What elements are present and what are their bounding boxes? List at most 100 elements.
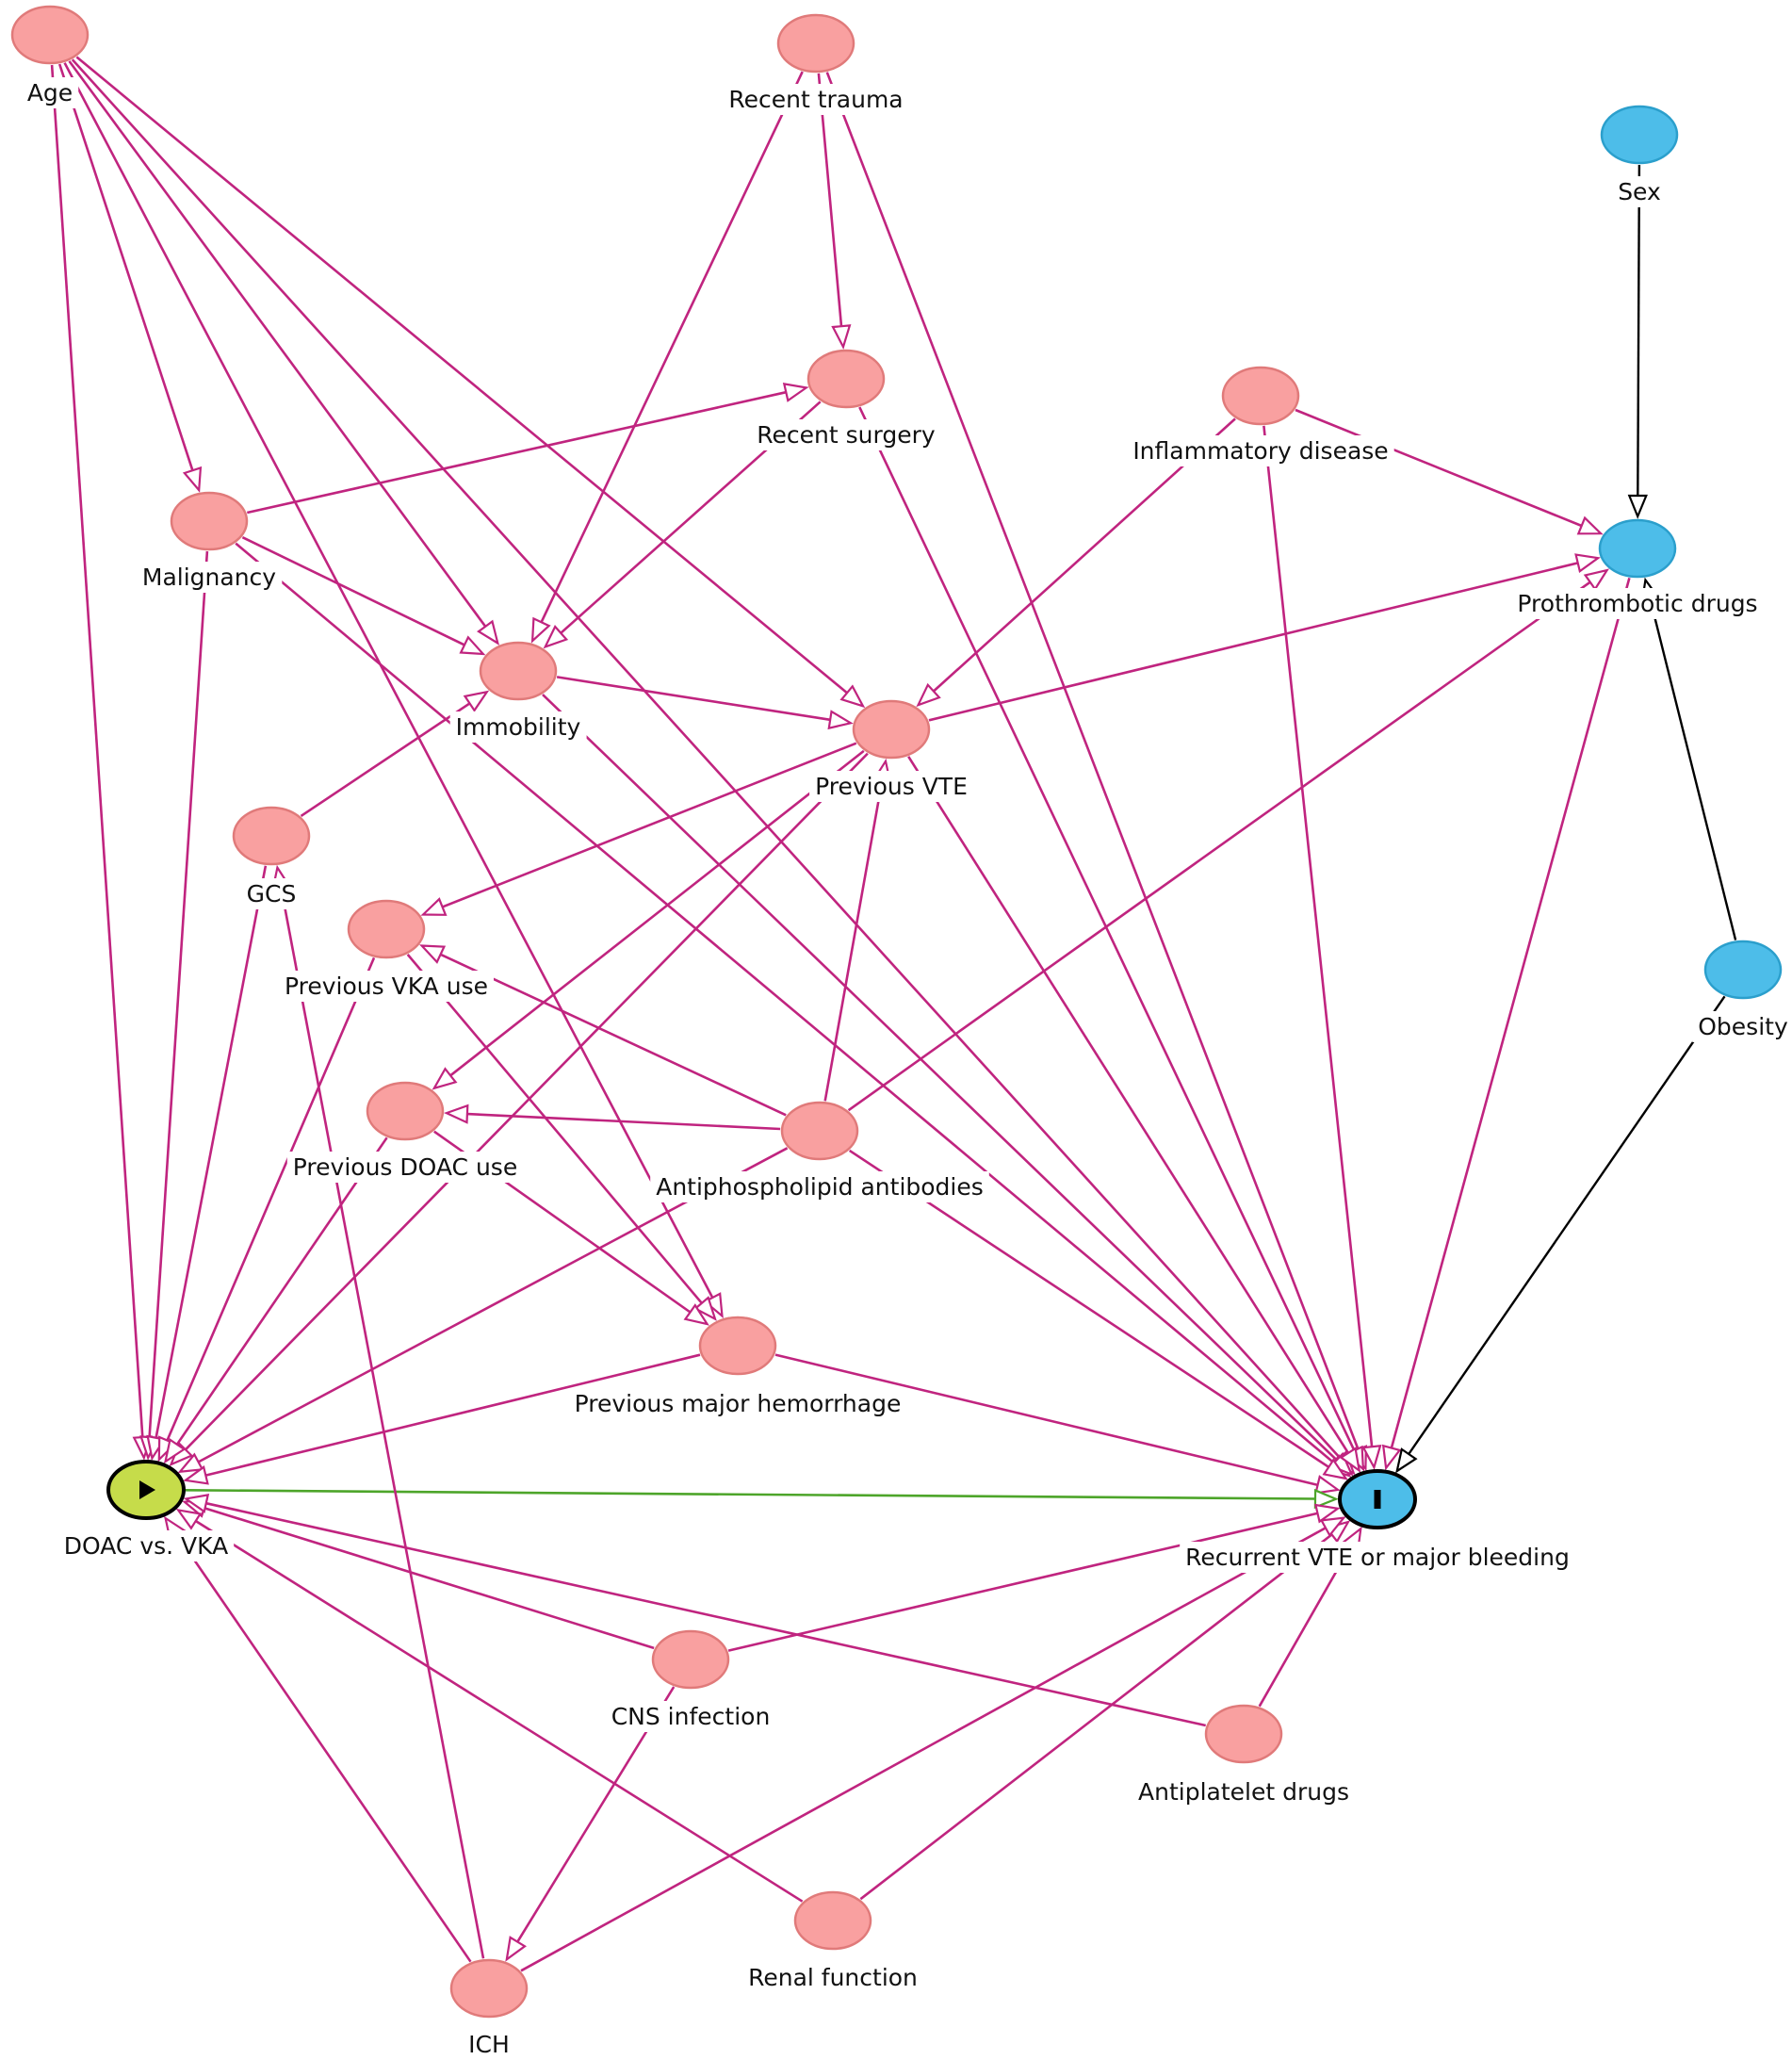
arrowhead-icon bbox=[183, 1494, 210, 1513]
node-ellipse[interactable] bbox=[1703, 940, 1783, 1000]
arrowhead-icon bbox=[1313, 1503, 1341, 1524]
node-inflam[interactable] bbox=[1221, 366, 1300, 426]
edge-line bbox=[727, 1512, 1318, 1652]
edge-surgery-to-outcome bbox=[858, 406, 1365, 1472]
node-ellipse[interactable] bbox=[347, 899, 426, 959]
node-ellipse[interactable] bbox=[698, 1316, 777, 1376]
node-label-text: ICH bbox=[468, 2031, 510, 2058]
node-label-text: GCS bbox=[247, 880, 297, 907]
arrowhead-icon bbox=[477, 619, 500, 646]
node-prothro[interactable] bbox=[1598, 518, 1677, 579]
node-pvte[interactable] bbox=[852, 699, 931, 760]
edge-line bbox=[205, 1501, 1206, 1727]
node-ich[interactable] bbox=[449, 1958, 529, 2019]
node-pvka[interactable] bbox=[347, 899, 426, 959]
node-age[interactable] bbox=[10, 5, 90, 65]
node-pmh[interactable] bbox=[698, 1316, 777, 1376]
node-ellipse[interactable] bbox=[1598, 518, 1677, 579]
edge-malig-to-immob bbox=[241, 536, 486, 656]
arrowhead-icon bbox=[693, 1296, 717, 1321]
node-ellipse[interactable] bbox=[806, 349, 886, 409]
edge-ich-to-exposure bbox=[163, 1515, 472, 1963]
edge-age-to-malig bbox=[57, 63, 203, 493]
edge-line bbox=[449, 749, 865, 1077]
edge-line bbox=[1408, 995, 1726, 1455]
edge-line bbox=[241, 536, 465, 646]
edge-line bbox=[1649, 599, 1737, 940]
edge-gcs-to-immob bbox=[300, 690, 490, 817]
node-label-trauma: Recent trauma bbox=[723, 84, 909, 115]
node-antiplt[interactable] bbox=[1204, 1704, 1283, 1764]
edge-line bbox=[235, 542, 1335, 1463]
node-label-exposure: DOAC vs. VKA bbox=[57, 1530, 235, 1561]
node-trauma[interactable] bbox=[776, 13, 855, 74]
node-label-text: Obesity bbox=[1698, 1013, 1788, 1040]
edge-line bbox=[774, 1353, 1318, 1487]
node-label-text: Inflammatory disease bbox=[1132, 437, 1388, 465]
edge-line bbox=[155, 865, 268, 1439]
node-malig[interactable] bbox=[170, 491, 249, 551]
node-label-text: Antiplatelet drugs bbox=[1138, 1778, 1349, 1806]
node-ellipse[interactable] bbox=[366, 1081, 445, 1141]
arrowhead-icon bbox=[1319, 1516, 1346, 1538]
node-renal[interactable] bbox=[793, 1890, 872, 1951]
node-apl[interactable] bbox=[780, 1101, 859, 1161]
edge-line bbox=[825, 72, 1360, 1450]
edge-age-to-immob bbox=[68, 60, 500, 646]
edge-trauma-to-surgery bbox=[817, 73, 852, 350]
edge-line bbox=[71, 58, 1341, 1459]
arrowhead-icon bbox=[163, 1437, 187, 1464]
node-ellipse[interactable] bbox=[10, 5, 90, 65]
edge-pvka-to-pmh bbox=[406, 954, 717, 1321]
edge-line bbox=[247, 390, 787, 515]
edge-line bbox=[928, 562, 1579, 722]
edge-malig-to-outcome bbox=[235, 542, 1352, 1478]
node-ellipse[interactable] bbox=[232, 806, 311, 866]
edge-line bbox=[823, 781, 884, 1102]
node-label-text: Age bbox=[27, 79, 73, 106]
node-label-pvka: Previous VKA use bbox=[279, 971, 494, 1002]
node-ellipse[interactable] bbox=[776, 13, 855, 74]
node-label-text: DOAC vs. VKA bbox=[64, 1532, 228, 1560]
node-surgery[interactable] bbox=[806, 349, 886, 409]
edge-immob-to-pvte bbox=[556, 676, 854, 730]
node-immob[interactable] bbox=[479, 641, 558, 701]
node-label-outcome: Recurrent VTE or major bleeding bbox=[1180, 1542, 1575, 1573]
node-label-text: Sex bbox=[1618, 178, 1661, 205]
arrowhead-icon bbox=[916, 682, 941, 708]
edge-line bbox=[280, 888, 485, 1959]
arrowhead-icon bbox=[175, 1508, 203, 1530]
node-gcs[interactable] bbox=[232, 806, 311, 866]
node-label-obesity: Obesity bbox=[1692, 1011, 1792, 1042]
node-ellipse[interactable] bbox=[780, 1101, 859, 1161]
node-cns[interactable] bbox=[651, 1629, 730, 1690]
node-outcome[interactable] bbox=[1338, 1469, 1417, 1529]
edge-sex-to-prothro bbox=[1627, 164, 1648, 519]
label-background bbox=[1127, 435, 1394, 466]
node-ellipse[interactable] bbox=[449, 1958, 529, 2019]
node-ellipse[interactable] bbox=[170, 491, 249, 551]
arrowhead-icon bbox=[1361, 1445, 1382, 1470]
node-sex[interactable] bbox=[1600, 105, 1679, 165]
node-ellipse[interactable] bbox=[651, 1629, 730, 1690]
edge-prothro-to-outcome bbox=[1381, 577, 1631, 1471]
edge-line bbox=[817, 73, 843, 327]
node-ellipse[interactable] bbox=[479, 641, 558, 701]
node-label-text: Prothrombotic drugs bbox=[1517, 590, 1757, 617]
node-ellipse[interactable] bbox=[1221, 366, 1300, 426]
arrowhead-icon bbox=[459, 635, 486, 656]
node-ellipse[interactable] bbox=[852, 699, 931, 760]
node-pdoac[interactable] bbox=[366, 1081, 445, 1141]
arrowhead-icon bbox=[1627, 494, 1648, 519]
node-exposure[interactable] bbox=[106, 1460, 186, 1520]
node-ellipse[interactable] bbox=[1204, 1704, 1283, 1764]
edge-pdoac-to-exposure bbox=[163, 1136, 388, 1464]
node-obesity[interactable] bbox=[1703, 940, 1783, 1000]
node-ellipse[interactable] bbox=[1600, 105, 1679, 165]
node-ellipse[interactable] bbox=[793, 1890, 872, 1951]
node-label-prothro: Prothrombotic drugs bbox=[1511, 588, 1764, 619]
edge-line bbox=[1390, 577, 1631, 1448]
edge-pmh-to-outcome bbox=[774, 1353, 1341, 1495]
label-background bbox=[809, 771, 973, 802]
